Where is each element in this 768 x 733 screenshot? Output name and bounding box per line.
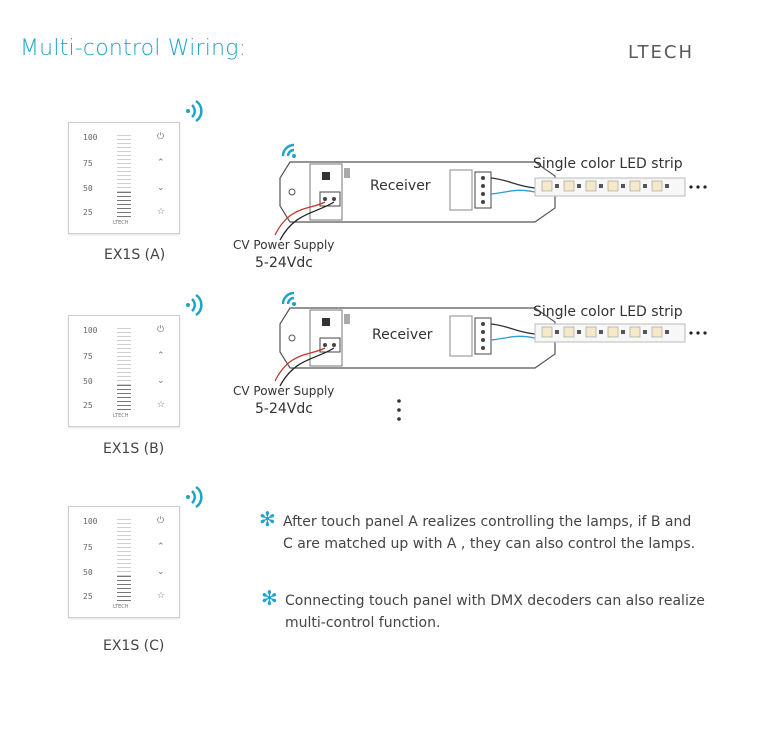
continuation-dots (395, 398, 403, 424)
asterisk-icon: ✻ (259, 507, 276, 531)
led-strip-label: Single color LED strip (533, 304, 683, 320)
wireless-signal-icon (281, 291, 296, 306)
led-strip-label: Single color LED strip (533, 156, 683, 172)
wireless-signal-icon (186, 486, 203, 508)
wireless-signal-icon (281, 143, 296, 158)
brightness-slider (117, 328, 131, 410)
chevron-up-icon: ⌃ (157, 158, 165, 168)
note-1: ✻ After touch panel A realizes controlli… (259, 508, 696, 555)
receiver-label: Receiver (370, 178, 431, 194)
level-label: 75 (83, 159, 93, 168)
asterisk-icon: ✻ (261, 586, 278, 610)
receiver-device-2 (274, 307, 707, 387)
level-label: 100 (83, 133, 98, 142)
panel-brand: LTECH (113, 220, 129, 226)
level-label: 25 (83, 401, 93, 410)
chevron-up-icon: ⌃ (157, 351, 165, 361)
panel-label-a: EX1S (A) (104, 247, 166, 263)
slider-fill (117, 385, 131, 410)
panel-brand: LTECH (113, 413, 129, 419)
psu-name: CV Power Supply (233, 238, 335, 252)
level-label: 75 (83, 543, 93, 552)
slider-fill (117, 192, 131, 217)
level-label: 25 (83, 592, 93, 601)
note-line: After touch panel A realizes controlling… (283, 514, 692, 530)
power-icon: ⏻ (157, 325, 165, 335)
touch-panel-b: 100 75 50 25 ⏻ ⌃ ⌄ ☆ LTECH (68, 315, 180, 427)
power-icon: ⏻ (157, 132, 165, 142)
panel-label-c: EX1S (C) (103, 638, 165, 654)
receiver-device-1 (274, 161, 707, 241)
panel-brand: LTECH (113, 604, 129, 610)
level-label: 50 (83, 377, 93, 386)
touch-panel-a: 100 75 50 25 ⏻ ⌃ ⌄ ☆ LTECH (68, 122, 180, 234)
wireless-signal-icon (186, 100, 203, 122)
level-label: 75 (83, 352, 93, 361)
note-line: Connecting touch panel with DMX decoders… (285, 593, 705, 609)
page-title: Multi-control Wiring: (20, 36, 247, 61)
level-label: 50 (83, 184, 93, 193)
power-supply-label: CV Power Supply 5-24Vdc (233, 236, 334, 272)
chevron-down-icon: ⌄ (157, 376, 165, 386)
star-icon: ☆ (157, 400, 166, 410)
brightness-slider (117, 135, 131, 217)
brand-logo: LTECH (628, 42, 695, 63)
level-label: 100 (83, 326, 98, 335)
receiver-label: Receiver (372, 327, 433, 343)
wireless-signal-icon (186, 294, 203, 316)
brightness-slider (117, 519, 131, 601)
star-icon: ☆ (157, 207, 166, 217)
power-icon: ⏻ (157, 516, 165, 526)
chevron-down-icon: ⌄ (157, 567, 165, 577)
note-2: ✻ Connecting touch panel with DMX decode… (261, 587, 705, 634)
note-line: multi-control function. (285, 615, 441, 631)
psu-name: CV Power Supply (233, 384, 335, 398)
psu-voltage: 5-24Vdc (255, 255, 313, 271)
star-icon: ☆ (157, 591, 166, 601)
level-label: 25 (83, 208, 93, 217)
touch-panel-c: 100 75 50 25 ⏻ ⌃ ⌄ ☆ LTECH (68, 506, 180, 618)
level-label: 50 (83, 568, 93, 577)
chevron-down-icon: ⌄ (157, 183, 165, 193)
level-label: 100 (83, 517, 98, 526)
note-line: C are matched up with A , they can also … (283, 536, 696, 552)
psu-voltage: 5-24Vdc (255, 401, 313, 417)
slider-fill (117, 576, 131, 601)
chevron-up-icon: ⌃ (157, 542, 165, 552)
panel-label-b: EX1S (B) (103, 441, 165, 457)
power-supply-label: CV Power Supply 5-24Vdc (233, 382, 334, 418)
